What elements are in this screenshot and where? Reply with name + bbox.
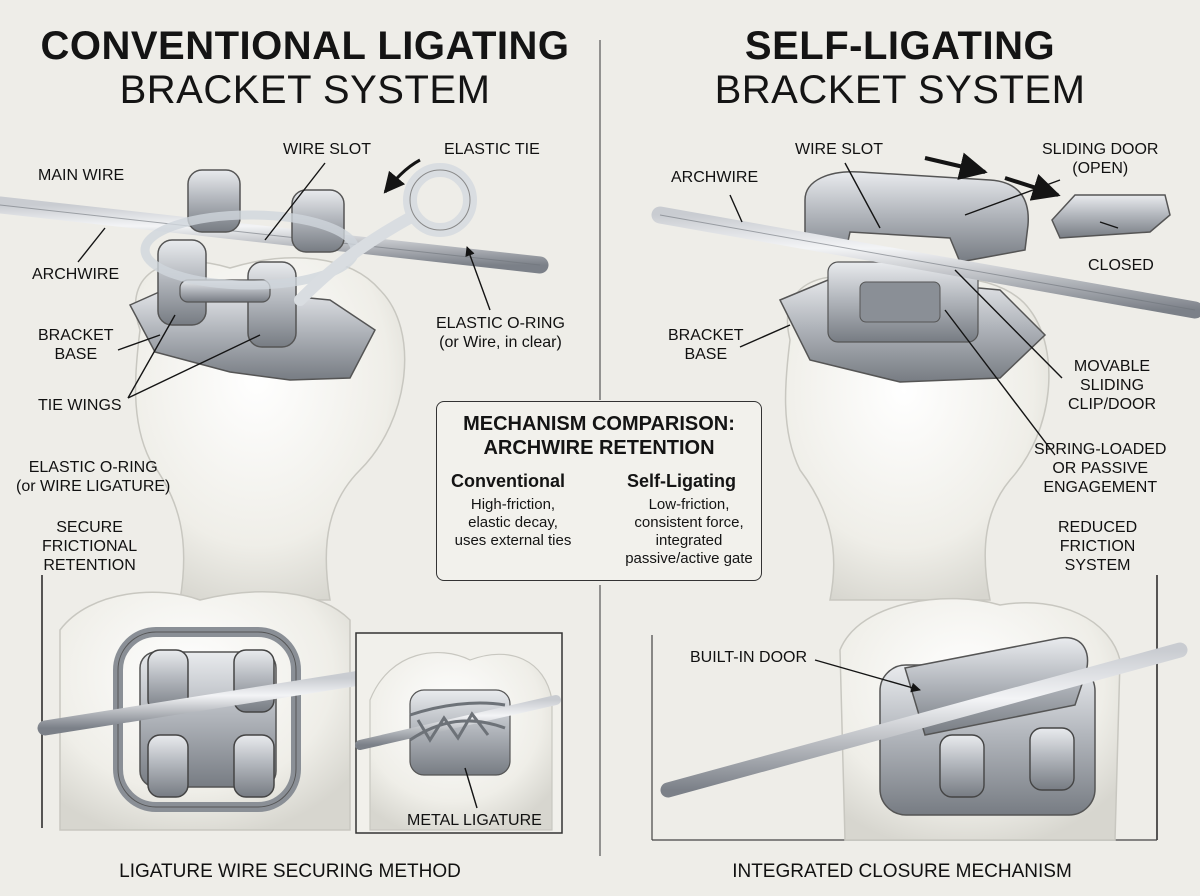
- conventional-bracket-bottom: [37, 627, 368, 812]
- metal-ligature-inset: [355, 632, 563, 834]
- self-ligating-archwire-top: [651, 206, 1200, 319]
- self-ligating-title-line2: BRACKET SYSTEM: [714, 68, 1086, 112]
- label-bracket-base-left: BRACKET BASE: [38, 327, 114, 363]
- label-tie-wings: TIE WINGS: [38, 397, 122, 414]
- label-wire-slot-right: WIRE SLOT: [795, 141, 884, 158]
- label-elastic-tie: ELASTIC TIE: [444, 141, 540, 158]
- conventional-title-line2: BRACKET SYSTEM: [119, 68, 491, 112]
- label-sliding-door-open: SLIDING DOOR (OPEN): [1042, 141, 1159, 177]
- mechanism-conventional-text: High-friction, elastic decay, uses exter…: [454, 496, 572, 549]
- caption-right: INTEGRATED CLOSURE MECHANISM: [732, 861, 1072, 882]
- self-ligating-title-line1: SELF-LIGATING: [744, 24, 1056, 68]
- label-closed: CLOSED: [1088, 257, 1154, 274]
- label-archwire-left: ARCHWIRE: [32, 266, 120, 283]
- label-movable-clip: MOVABLE SLIDING CLIP/DOOR: [1068, 358, 1157, 413]
- mechanism-conventional-head: Conventional: [451, 471, 566, 491]
- label-secure-retention: SECURE FRICTIONAL RETENTION: [42, 519, 138, 574]
- self-ligating-bracket-bottom: [660, 637, 1188, 816]
- label-metal-ligature: METAL LIGATURE: [407, 812, 542, 829]
- label-reduced-friction: REDUCED FRICTION SYSTEM: [1058, 519, 1138, 574]
- label-main-wire: MAIN WIRE: [38, 167, 125, 184]
- label-elastic-o-ring-ligature: ELASTIC O-RING (or WIRE LIGATURE): [16, 459, 171, 495]
- mechanism-self-head: Self-Ligating: [627, 471, 736, 491]
- caption-left: LIGATURE WIRE SECURING METHOD: [119, 861, 461, 882]
- label-built-in-door: BUILT-IN DOOR: [690, 649, 808, 666]
- self-ligating-title: SELF-LIGATING BRACKET SYSTEM: [610, 24, 1190, 112]
- mechanism-comparison-box: MECHANISM COMPARISON: ARCHWIRE RETENTION…: [436, 401, 762, 581]
- conventional-title-line1: CONVENTIONAL LIGATING: [40, 24, 570, 68]
- label-wire-slot-left: WIRE SLOT: [283, 141, 372, 158]
- sliding-door-closed-part: [1051, 194, 1171, 239]
- mechanism-self-text: Low-friction, consistent force, integrat…: [625, 496, 753, 567]
- mechanism-title: MECHANISM COMPARISON: ARCHWIRE RETENTION: [463, 413, 735, 459]
- door-motion-arrows: [924, 152, 1061, 201]
- label-spring-loaded: SPRING-LOADED OR PASSIVE ENGAGEMENT: [1034, 441, 1167, 496]
- conventional-archwire-top: [0, 196, 549, 274]
- elastic-tie-loop: [294, 163, 477, 306]
- label-elastic-o-ring-clear: ELASTIC O-RING (or Wire, in clear): [436, 315, 565, 351]
- conventional-title: CONVENTIONAL LIGATING BRACKET SYSTEM: [20, 24, 590, 112]
- label-archwire-right: ARCHWIRE: [671, 169, 759, 186]
- label-bracket-base-right: BRACKET BASE: [668, 327, 744, 363]
